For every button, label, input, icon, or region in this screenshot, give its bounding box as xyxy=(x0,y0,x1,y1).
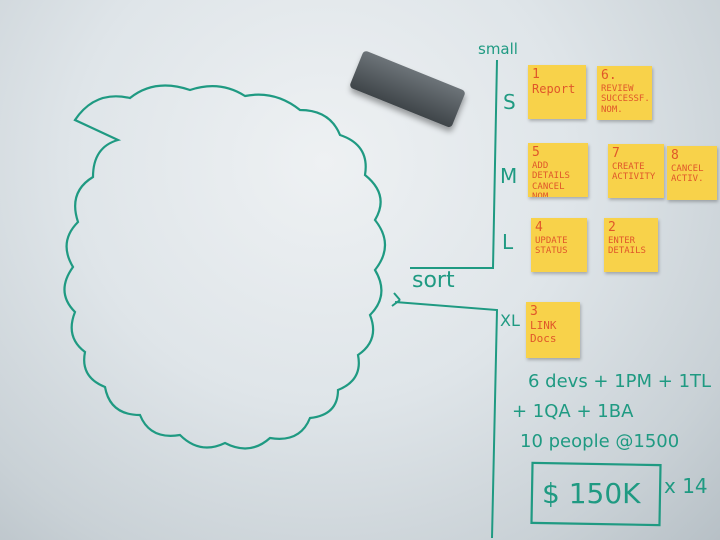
estimate-line-1: 6 devs + 1PM + 1TL xyxy=(528,371,712,392)
size-s-label: S xyxy=(503,90,516,114)
sort-arrow xyxy=(391,292,401,307)
axis-lower xyxy=(394,301,499,539)
total-box xyxy=(530,461,662,527)
sort-label: sort xyxy=(412,268,455,293)
estimate-total: $ 150K xyxy=(542,477,641,510)
estimate-line-2: + 1QA + 1BA xyxy=(512,401,634,422)
cloud-outline xyxy=(63,84,387,450)
size-m-label: M xyxy=(500,164,518,188)
estimate-multiplier: x 14 xyxy=(664,474,708,498)
sticky-note-review[interactable]: 6.REVIEW SUCCESSF. NOM. xyxy=(597,66,652,120)
axis-upper xyxy=(410,59,498,269)
size-xl-label: XL xyxy=(500,311,520,330)
axis-title: small xyxy=(478,40,518,58)
size-l-label: L xyxy=(502,230,514,254)
estimate-line-3: 10 people @1500 xyxy=(520,431,680,452)
